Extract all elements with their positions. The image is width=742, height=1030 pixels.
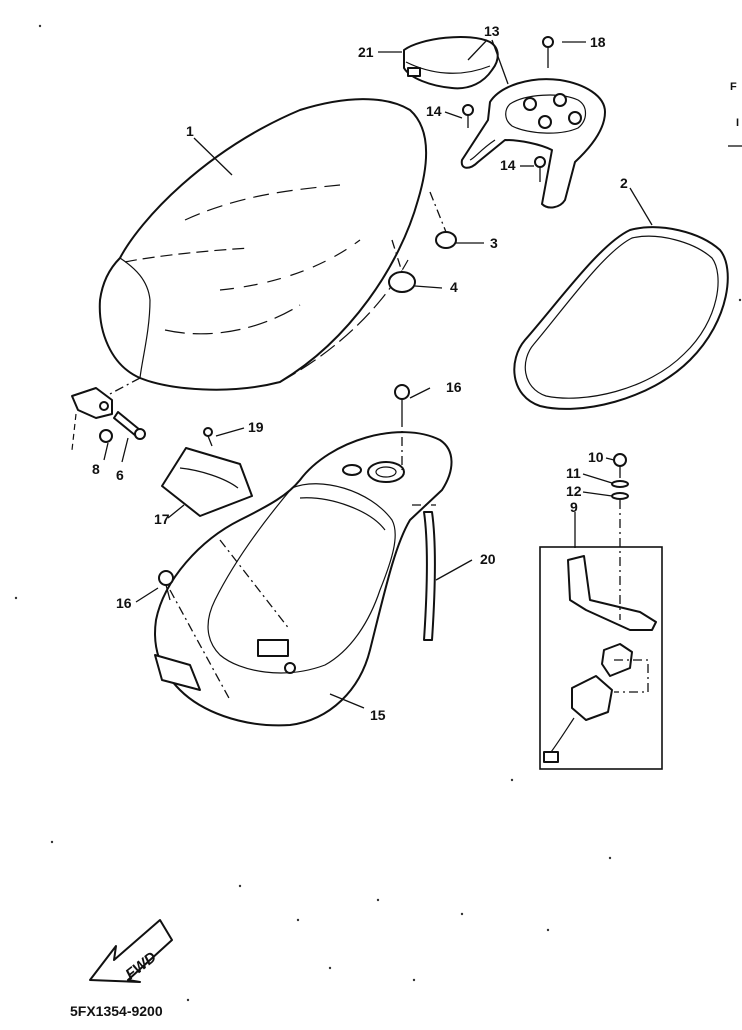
bolt-16-upper (394, 384, 410, 470)
label-part-2: 2 (620, 175, 628, 191)
seat-seal-part (513, 226, 729, 410)
leader-lines (103, 39, 653, 709)
bolt-16-lower (158, 570, 174, 601)
label-part-18: 18 (590, 34, 606, 50)
pin-6 (113, 411, 146, 440)
label-part-4: 4 (450, 279, 458, 295)
bolt-10 (613, 453, 627, 478)
bolt-14-upper (462, 104, 474, 128)
label-part-14-upper: 14 (426, 103, 442, 119)
label-part-19: 19 (248, 419, 264, 435)
part-labels: 1 2 3 4 8 6 9 10 11 12 13 14 14 15 16 16… (92, 23, 628, 723)
label-part-8: 8 (92, 461, 100, 477)
edge-fragment-top: F (730, 81, 737, 93)
screw-19 (203, 427, 213, 447)
washer-11 (611, 480, 629, 488)
label-part-9: 9 (570, 499, 578, 515)
seat-part (98, 98, 428, 391)
rear-carrier-part (460, 78, 606, 209)
scan-specks (14, 24, 742, 1002)
label-part-11: 11 (566, 465, 581, 481)
label-part-21: 21 (358, 44, 374, 60)
label-part-15: 15 (370, 707, 386, 723)
label-part-20: 20 (480, 551, 496, 567)
label-part-17: 17 (154, 511, 170, 527)
fwd-arrow: FWD (89, 919, 173, 983)
label-part-14-lower: 14 (500, 157, 516, 173)
lock-assembly-box (539, 546, 663, 770)
label-part-16-lower: 16 (116, 595, 132, 611)
bolt-18 (542, 36, 554, 68)
rear-cushion-part (403, 36, 499, 90)
label-part-3: 3 (490, 235, 498, 251)
edge-fragments: F I (728, 81, 742, 147)
label-part-13: 13 (484, 23, 500, 39)
bolt-14-lower (534, 156, 546, 182)
edge-fragment-mid: I (736, 117, 739, 129)
label-part-16-upper: 16 (446, 379, 462, 395)
damper-4 (388, 239, 416, 293)
label-part-6: 6 (116, 467, 124, 483)
storage-box-part (154, 431, 453, 727)
washer-12 (611, 492, 629, 500)
hose-20-part (412, 504, 436, 641)
damper-3 (429, 191, 457, 249)
label-part-10: 10 (588, 449, 604, 465)
hinge-bracket-part (71, 377, 141, 451)
label-part-12: 12 (566, 483, 582, 499)
nut-8 (99, 429, 113, 443)
drawing-code: 5FX1354-9200 (70, 1003, 163, 1019)
cover-17-part (161, 447, 253, 517)
label-part-1: 1 (186, 123, 194, 139)
